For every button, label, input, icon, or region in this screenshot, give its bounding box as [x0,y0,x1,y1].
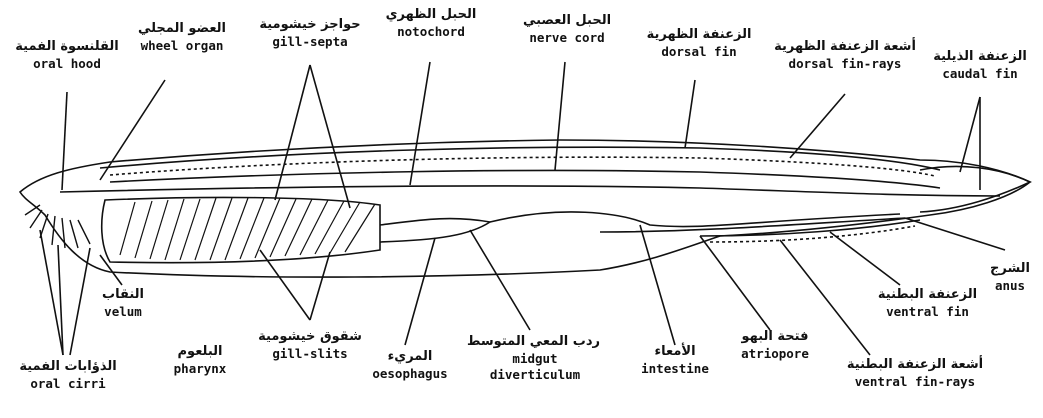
atriopore-en: atriopore [725,347,825,360]
label-gill-septa: حواجز خيشومية gill-septa [245,18,375,48]
gill-slits-hatch [120,198,375,260]
label-anus: الشرج anus [985,262,1035,292]
intestine-line [600,218,905,232]
label-wheel-organ: العضو المجلي wheel organ [122,22,242,52]
body-outline [20,140,1030,277]
ventral-fin-ar: الزعنفة البطنية [865,288,990,302]
label-notochord: الحبل الظهري notochord [372,8,490,38]
label-dorsal-fin-rays: أشعة الزعنفة الظهرية dorsal fin-rays [770,40,920,70]
label-nerve-cord: الحبل العصبي nerve cord [508,14,626,44]
caudal-fin-shape [920,166,1030,212]
oral-cirri-en: oral cirri [8,377,128,390]
intestine-en: intestine [625,362,725,375]
midgut-en2: diverticulum [470,368,600,381]
nerve-cord-en: nerve cord [508,31,626,44]
oral-cirri-tufts [25,205,90,248]
label-dorsal-fin: الزعنفة الظهرية dorsal fin [640,28,758,58]
gill-septa-ar: حواجز خيشومية [245,18,375,32]
caudal-fin-en: caudal fin [922,67,1038,80]
label-oral-cirri: الذؤابات الفمية oral cirri [8,360,128,390]
oral-hood-en: oral hood [8,57,126,70]
label-midgut: ردب المعي المتوسط midgut diverticulum [470,335,600,381]
label-atriopore: فتحة البهو atriopore [725,330,825,360]
caudal-fin-ar: الزعنفة الذيلية [922,50,1038,64]
label-pharynx: البلعوم pharynx [150,345,250,375]
label-oral-hood: القلنسوة الفمية oral hood [8,40,126,70]
notochord-line [60,186,1000,196]
velum-en: velum [78,305,168,318]
notochord-en: notochord [372,25,490,38]
oesophagus-en: oesophagus [360,367,460,380]
midgut-ar: ردب المعي المتوسط [470,335,600,349]
dorsal-fin-rays-en: dorsal fin-rays [770,57,920,70]
atriopore-ar: فتحة البهو [725,330,825,344]
anus-ar: الشرج [985,262,1035,276]
label-ventral-fin-rays: أشعة الزعنفة البطنية ventral fin-rays [840,358,990,388]
label-oesophagus: المريء oesophagus [360,350,460,380]
wheel-organ-ar: العضو المجلي [122,22,242,36]
anus-en: anus [985,279,1035,292]
pharynx-ar: البلعوم [150,345,250,359]
notochord-ar: الحبل الظهري [372,8,490,22]
leader-lines [40,62,1005,355]
wheel-organ-en: wheel organ [122,39,242,52]
intestine-ar: الأمعاء [625,345,725,359]
dorsal-fin-rays-ar: أشعة الزعنفة الظهرية [770,40,920,54]
oesophagus-ar: المريء [360,350,460,364]
ventral-fin-en: ventral fin [865,305,990,318]
midgut-en: midgut [470,352,600,365]
dorsal-fin-en: dorsal fin [640,45,758,58]
ventral-fin-rays-ar: أشعة الزعنفة البطنية [840,358,990,372]
oral-hood-ar: القلنسوة الفمية [8,40,126,54]
gill-slits-en: gill-slits [250,347,370,360]
label-velum: النقاب velum [78,288,168,318]
gill-slits-ar: شقوق خيشومية [250,330,370,344]
dorsal-fin-rays-line [110,157,935,176]
label-ventral-fin: الزعنفة البطنية ventral fin [865,288,990,318]
nerve-cord-ar: الحبل العصبي [508,14,626,28]
velum-ar: النقاب [78,288,168,302]
label-gill-slits: شقوق خيشومية gill-slits [250,330,370,360]
midgut-shape [490,212,900,227]
ventral-fin-rays-en: ventral fin-rays [840,375,990,388]
label-intestine: الأمعاء intestine [625,345,725,375]
gill-septa-en: gill-septa [245,35,375,48]
oral-cirri-ar: الذؤابات الفمية [8,360,128,374]
dorsal-fin-ar: الزعنفة الظهرية [640,28,758,42]
label-caudal-fin: الزعنفة الذيلية caudal fin [922,50,1038,80]
pharynx-en: pharynx [150,362,250,375]
